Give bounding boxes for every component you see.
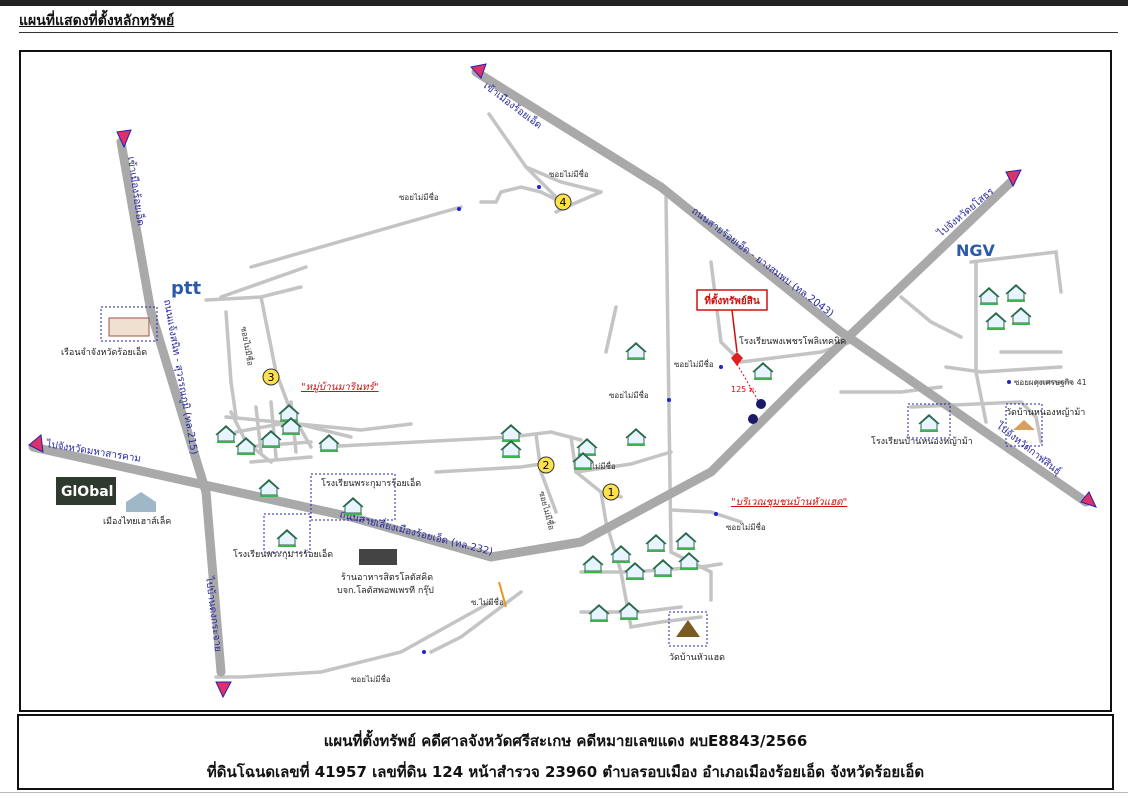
- thaihome: เมืองไทยเฮาส์เล็ค: [103, 492, 171, 527]
- marker-3-label: 3: [268, 371, 275, 384]
- nongya-temple-label: วัดบ้านหนองหญ้าม้า: [1006, 407, 1085, 418]
- alley-label: ซอยไม่มีชื่อ: [726, 521, 766, 532]
- main-roads: [28, 67, 1091, 677]
- marker-4: 4: [554, 193, 572, 211]
- bottom-divider: [0, 792, 1128, 793]
- caption-line-2: ที่ดินโฉนดเลขที่ 41957 เลขที่ดิน 124 หน้…: [206, 763, 925, 781]
- property-marker: ที่ตั้งทรัพย์สิน 125 ม.: [696, 289, 768, 424]
- alley-label: ซ.ไม่มีชื่อ: [471, 596, 504, 607]
- global-logo: GlObal: [56, 477, 116, 505]
- property-label: ที่ตั้งทรัพย์สิน: [704, 293, 759, 307]
- nongya-temple: วัดบ้านหนองหญ้าม้า: [1005, 403, 1085, 447]
- alley-label: ซอยไม่มีชื่อ: [674, 358, 714, 369]
- alley-labels: ซอยไม่มีชื่อ ซอยไม่มีชื่อ ซอยไม่มีชื่อ ซ…: [239, 168, 1087, 684]
- nongya-school: โรงเรียนบ้านหนองหญ้าม้า: [871, 403, 973, 447]
- polytech-school-label-1: โรงเรียนพงเพชรโพลิเทคนิค: [739, 336, 846, 347]
- phrakumarn-school-2-label: โรงเรียนพระกุมารร้อยเอ็ด: [233, 547, 333, 560]
- ptt-logo: ptt: [171, 278, 201, 299]
- marker-1-label: 1: [608, 486, 615, 499]
- restaurant-label-2: บจก.โลตัสพอพเพรที กรุ๊ป: [337, 585, 434, 596]
- prison: เรือนจำจังหวัดร้อยเอ็ด: [61, 306, 158, 358]
- alley-label: ซอยไม่มีชื่อ: [576, 460, 616, 471]
- phrakumarn-school-label: โรงเรียนพระกุมารร้อยเอ็ด: [321, 476, 421, 489]
- huasae-temple-label: วัดบ้านหัวแฮด: [669, 652, 725, 663]
- alley-label: ซอยไม่มีชื่อ: [239, 325, 257, 366]
- page-title: แผนที่แสดงที่ตั้งหลักทรัพย์: [19, 13, 175, 29]
- distance-label: 125 ม.: [731, 385, 757, 394]
- location-map: เข้าเมืองร้อยเอ็ด เข้าเมืองร้อยเอ็ด ไปจั…: [19, 50, 1112, 712]
- header-divider: [19, 32, 1118, 33]
- nongya-school-label: โรงเรียนบ้านหนองหญ้าม้า: [871, 436, 973, 447]
- village-huasae: "บริเวณชุมชนบ้านหัวแฮด": [731, 496, 847, 508]
- phrakumarn-school-2: โรงเรียนพระกุมารร้อยเอ็ด: [233, 513, 333, 560]
- map-caption: แผนที่ตั้งทรัพย์ คดีศาลจังหวัดศรีสะเกษ ค…: [17, 714, 1114, 790]
- marker-3: 3: [262, 368, 280, 386]
- marker-2-label: 2: [543, 459, 550, 472]
- marker-2: 2: [537, 456, 555, 474]
- map-canvas: เข้าเมืองร้อยเอ็ด เข้าเมืองร้อยเอ็ด ไปจั…: [28, 63, 1097, 699]
- prison-label: เรือนจำจังหวัดร้อยเอ็ด: [61, 345, 147, 358]
- huasae-temple: วัดบ้านหัวแฮด: [668, 611, 725, 663]
- marker-1: 1: [602, 483, 620, 501]
- caption-line-1: แผนที่ตั้งทรัพย์ คดีศาลจังหวัดศรีสะเกษ ค…: [323, 732, 808, 750]
- restaurant-label-1: ร้านอาหารสิตรโลตัสคิด: [341, 572, 433, 583]
- ngv-logo: NGV: [956, 241, 996, 260]
- global-logo-text: GlObal: [61, 484, 113, 500]
- alley-label: ซอยผดุงเศรษฐกิจ 41: [1014, 378, 1087, 387]
- alley-label: ซอยไม่มีชื่อ: [399, 191, 439, 202]
- phrakumarn-school: โรงเรียนพระกุมารร้อยเอ็ด: [310, 473, 421, 521]
- alley-label: ซอยไม่มีชื่อ: [549, 168, 589, 179]
- village-maneerat: "หมู่บ้านมารินทร์": [301, 381, 379, 393]
- top-bar: [0, 0, 1128, 6]
- alley-label: ซอยไม่มีชื่อ: [351, 673, 391, 684]
- direction-label-south: ไปบ้านดงกระจาย: [203, 575, 224, 653]
- polytech-school: โรงเรียนพงเพชรโพลิเทคนิค: [739, 336, 846, 381]
- alley-label: ซอยไม่มีชื่อ: [609, 389, 649, 400]
- thaihome-label: เมืองไทยเฮาส์เล็ค: [103, 514, 171, 527]
- direction-arrows: [28, 63, 1097, 699]
- restaurant: ร้านอาหารสิตรโลตัสคิด บจก.โลตัสพอพเพรที …: [337, 549, 434, 596]
- marker-4-label: 4: [560, 196, 567, 209]
